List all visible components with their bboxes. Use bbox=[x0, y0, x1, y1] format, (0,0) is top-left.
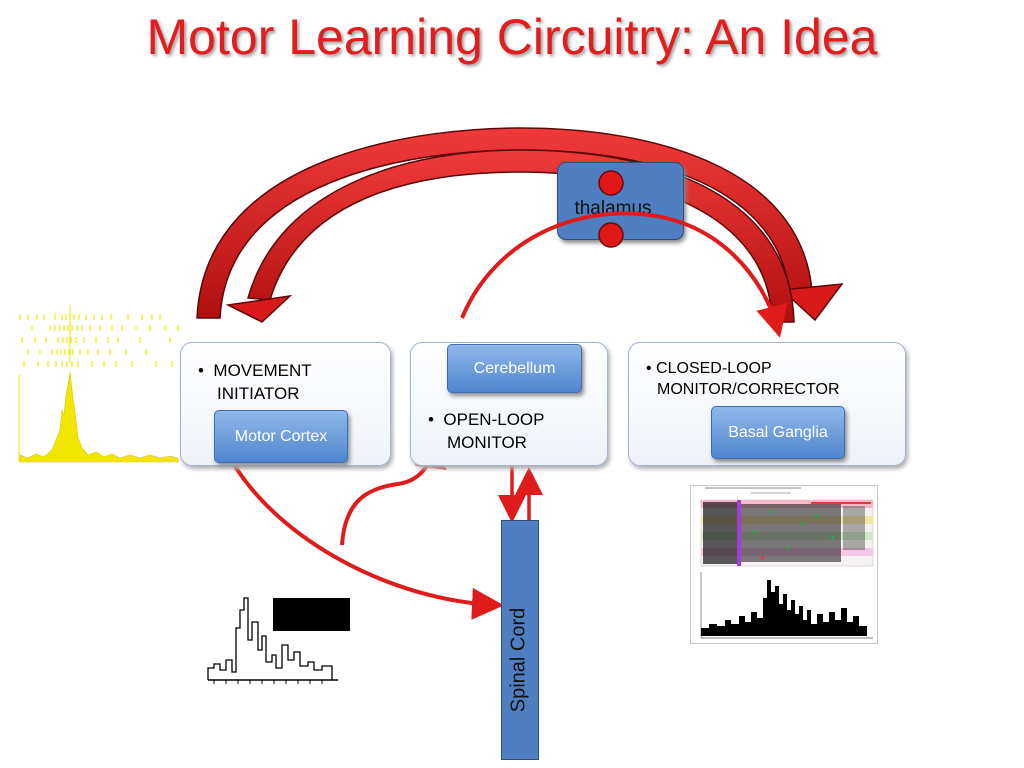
yellow-histogram bbox=[19, 371, 179, 463]
spinal-cord-box bbox=[501, 520, 539, 760]
movement-initiator-line2: INITIATOR bbox=[217, 384, 300, 403]
raster-histogram bbox=[701, 580, 867, 636]
open-loop-line2: MONITOR bbox=[447, 433, 527, 452]
cerebellum-button: Cerebellum bbox=[447, 344, 582, 393]
closed-loop-line2: MONITOR/CORRECTOR bbox=[657, 381, 840, 398]
basal-ganglia-raster-figure bbox=[690, 485, 878, 644]
cortex-spinal-arrow bbox=[231, 461, 504, 620]
outer-loop-arrowhead bbox=[780, 283, 844, 322]
cerebellum-thalamus-arc bbox=[460, 211, 788, 338]
closed-loop-line1: CLOSED-LOOP bbox=[656, 360, 772, 377]
synapse-dot-bottom bbox=[598, 222, 624, 248]
motor-cortex-button: Motor Cortex bbox=[214, 410, 348, 463]
open-loop-monitor-text: • OPEN-LOOP MONITOR bbox=[428, 410, 545, 452]
movement-initiator-line1: MOVEMENT bbox=[213, 361, 312, 380]
raster-purple-marker bbox=[737, 500, 741, 566]
movement-initiator-text: • MOVEMENT INITIATOR bbox=[198, 361, 312, 403]
raster-figure-svg bbox=[700, 487, 874, 639]
yellow-raster-ticks bbox=[19, 305, 179, 367]
basal-ganglia-button: Basal Ganglia bbox=[711, 406, 845, 459]
raster-spikes bbox=[703, 502, 865, 564]
slide-title: Motor Learning Circuitry: An Idea bbox=[146, 9, 878, 65]
closed-loop-text: • CLOSED-LOOP MONITOR/CORRECTOR bbox=[646, 360, 840, 398]
inner-loop-arrowhead bbox=[225, 294, 293, 323]
open-loop-line1: OPEN-LOOP bbox=[443, 410, 545, 429]
synapse-dot-top bbox=[598, 170, 624, 196]
step-histogram-line bbox=[207, 597, 333, 680]
black-block bbox=[273, 598, 350, 631]
